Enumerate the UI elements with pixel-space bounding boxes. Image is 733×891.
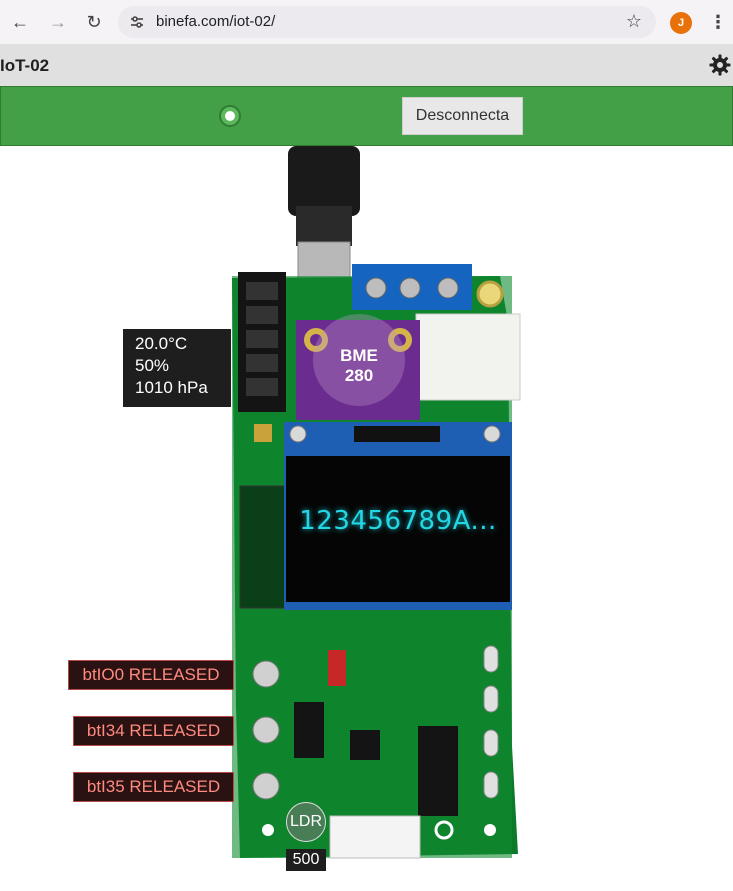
bookmark-star-icon[interactable]: ☆ <box>625 11 642 31</box>
url-text[interactable]: binefa.com/iot-02/ <box>156 13 276 30</box>
pressure-value: 1010 hPa <box>135 378 208 397</box>
board-view: 20.0°C 50% 1010 hPa BME 280 123456789A..… <box>0 146 733 891</box>
browser-toolbar: ← → ↻ binefa.com/iot-02/ ☆ J ⋮ <box>0 0 733 44</box>
connection-status-indicator <box>219 105 241 127</box>
ldr-indicator: LDR <box>286 802 326 842</box>
connection-bar: Desconnecta <box>0 86 733 146</box>
bme-label-line2: 280 <box>344 366 374 385</box>
button-status-i34: btI34 RELEASED <box>73 716 234 746</box>
bme280-label: BME 280 <box>313 314 405 406</box>
profile-avatar[interactable]: J <box>670 12 692 34</box>
app-header: IoT-02 <box>0 44 733 86</box>
button-status-i35: btI35 RELEASED <box>73 772 234 802</box>
page-title: IoT-02 <box>0 56 50 75</box>
ldr-value: 500 <box>286 849 326 871</box>
disconnect-button[interactable]: Desconnecta <box>402 97 523 135</box>
gear-icon[interactable] <box>708 53 732 77</box>
forward-icon[interactable]: → <box>49 11 67 32</box>
reload-icon[interactable]: ↻ <box>86 11 102 32</box>
oled-display-text: 123456789A... <box>299 506 497 536</box>
iot-board-image <box>232 146 521 859</box>
sensor-readings: 20.0°C 50% 1010 hPa <box>123 329 231 407</box>
bme-label-line1: BME <box>340 346 378 365</box>
site-settings-icon[interactable] <box>128 13 146 31</box>
button-status-io0: btIO0 RELEASED <box>68 660 234 690</box>
temperature-value: 20.0°C <box>135 334 188 353</box>
browser-menu-icon[interactable]: ⋮ <box>709 11 727 32</box>
humidity-value: 50% <box>135 356 170 375</box>
back-icon[interactable]: ← <box>11 11 29 32</box>
address-bar[interactable]: binefa.com/iot-02/ ☆ <box>118 6 656 38</box>
